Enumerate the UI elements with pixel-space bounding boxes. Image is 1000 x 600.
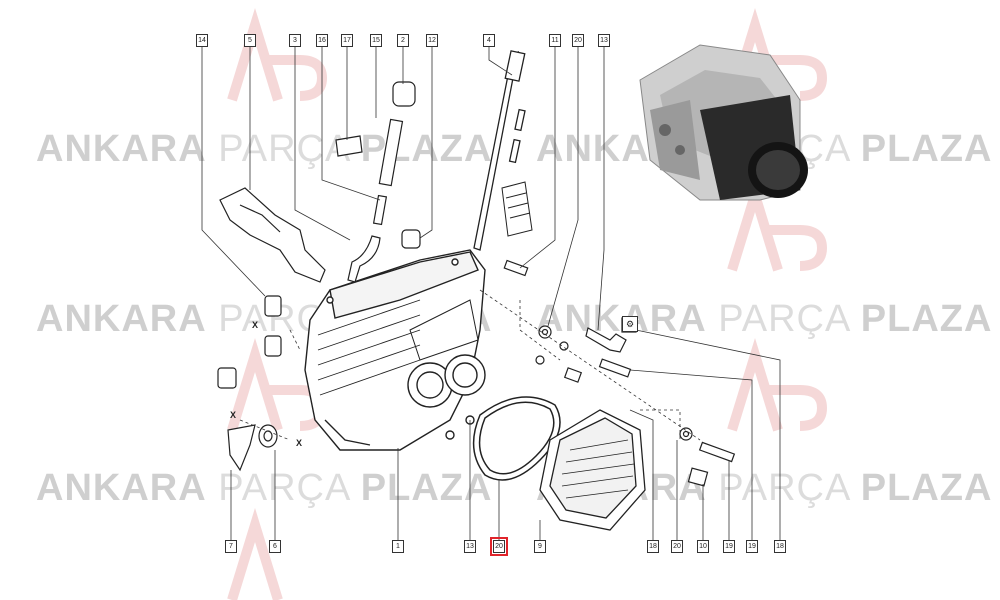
leader-lines [201, 46, 781, 540]
callout-label[interactable]: 14 [196, 34, 208, 47]
left-small-parts [217, 295, 282, 472]
callout-label[interactable]: 19 [723, 540, 735, 553]
callout-label[interactable]: 20 [572, 34, 584, 47]
callout-label[interactable]: 5 [244, 34, 256, 47]
right-fasteners [503, 259, 736, 487]
callout-label[interactable]: 3 [289, 34, 301, 47]
end-cover [539, 409, 646, 531]
callout-label[interactable]: 11 [549, 34, 561, 47]
callout-label[interactable]: 20 [671, 540, 683, 553]
callout-label[interactable]: 16 [316, 34, 328, 47]
callout-label[interactable]: 15 [370, 34, 382, 47]
x-mark: X [230, 410, 237, 420]
watermark-row-1: ANKARA PARÇA PLAZA [36, 128, 493, 170]
callout-label[interactable]: 17 [341, 34, 353, 47]
x-mark: X [296, 438, 303, 448]
callout-label[interactable]: 10 [697, 540, 709, 553]
callout-label[interactable]: 4 [483, 34, 495, 47]
callout-label[interactable]: 7 [225, 540, 237, 553]
callout-label-highlighted[interactable]: 20 [490, 537, 508, 556]
callout-label[interactable]: 9 [534, 540, 546, 553]
callout-label[interactable]: 2 [397, 34, 409, 47]
callout-label[interactable]: 6 [269, 540, 281, 553]
gasket-ring [472, 396, 561, 481]
callout-label[interactable]: 19 [746, 540, 758, 553]
callout-label[interactable]: 18 [647, 540, 659, 553]
callout-label[interactable]: 1 [392, 540, 404, 553]
rod-part [473, 50, 526, 251]
callout-label[interactable]: 18 [774, 540, 786, 553]
gearbox-photo-inset [639, 44, 808, 201]
callout-label[interactable]: 13 [464, 540, 476, 553]
bracket-part [219, 187, 326, 283]
watermark-row-2b: ANKARA PARÇA PLAZA [536, 298, 993, 340]
callout-label[interactable]: 13 [598, 34, 610, 47]
wrench-icon: ⚙ [622, 316, 638, 332]
top-fittings [335, 81, 421, 283]
x-mark: X [252, 320, 259, 330]
booklet-part [501, 181, 533, 237]
callout-label[interactable]: 12 [426, 34, 438, 47]
transmission-housing [304, 249, 486, 451]
